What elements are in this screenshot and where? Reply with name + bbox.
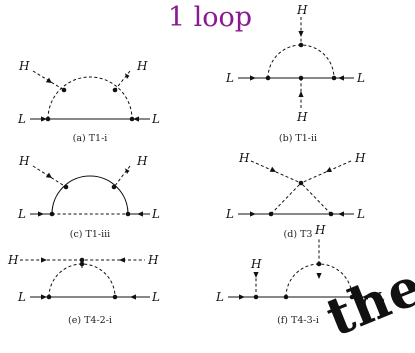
diagram-b-t1-ii: L L H H (225, 3, 365, 124)
diagram-e-t4-2-i: H H L L (7, 253, 160, 304)
scalar-label: H (238, 151, 250, 165)
fermion-label: L (17, 207, 26, 221)
scalar-label: H (314, 223, 326, 237)
diagram-d-t3: L L H H (225, 151, 366, 221)
fermion-label: L (151, 112, 160, 126)
diagram-caption-a: (a) T1-i (72, 133, 108, 144)
diagram-a-t1-i: L L H H (17, 59, 160, 126)
fermion-label: L (356, 71, 365, 85)
diagram-caption-b: (b) T1-ii (278, 133, 318, 144)
scalar-label: H (296, 110, 308, 124)
fermion-label: L (17, 290, 26, 304)
fermion-label: L (376, 290, 385, 304)
diagram-caption-f: (f) T4-3-i (277, 315, 319, 326)
fermion-label: L (151, 207, 160, 221)
scalar-label: H (18, 59, 30, 73)
diagram-f-t4-3-i: L L H H (215, 223, 385, 304)
scalar-label: H (250, 257, 262, 271)
fermion-label: L (356, 207, 365, 221)
fermion-label: L (151, 290, 160, 304)
fermion-label: L (225, 71, 234, 85)
scalar-label: H (296, 3, 308, 17)
fermion-label: L (17, 112, 26, 126)
diagram-caption-d: (d) T3 (283, 229, 313, 240)
scalar-label: H (136, 154, 148, 168)
page-title: 1 loop (167, 2, 253, 33)
scalar-label: H (136, 59, 148, 73)
fermion-label: L (225, 207, 234, 221)
scalar-label: H (18, 154, 30, 168)
diagram-c-t1-iii: L L H H (17, 154, 160, 221)
fermion-label: L (215, 290, 224, 304)
scalar-label: H (354, 151, 366, 165)
diagram-caption-c: (c) T1-iii (69, 229, 111, 240)
diagram-caption-e: (e) T4-2-i (68, 315, 112, 326)
scalar-label: H (147, 253, 159, 267)
scalar-label: H (7, 253, 19, 267)
